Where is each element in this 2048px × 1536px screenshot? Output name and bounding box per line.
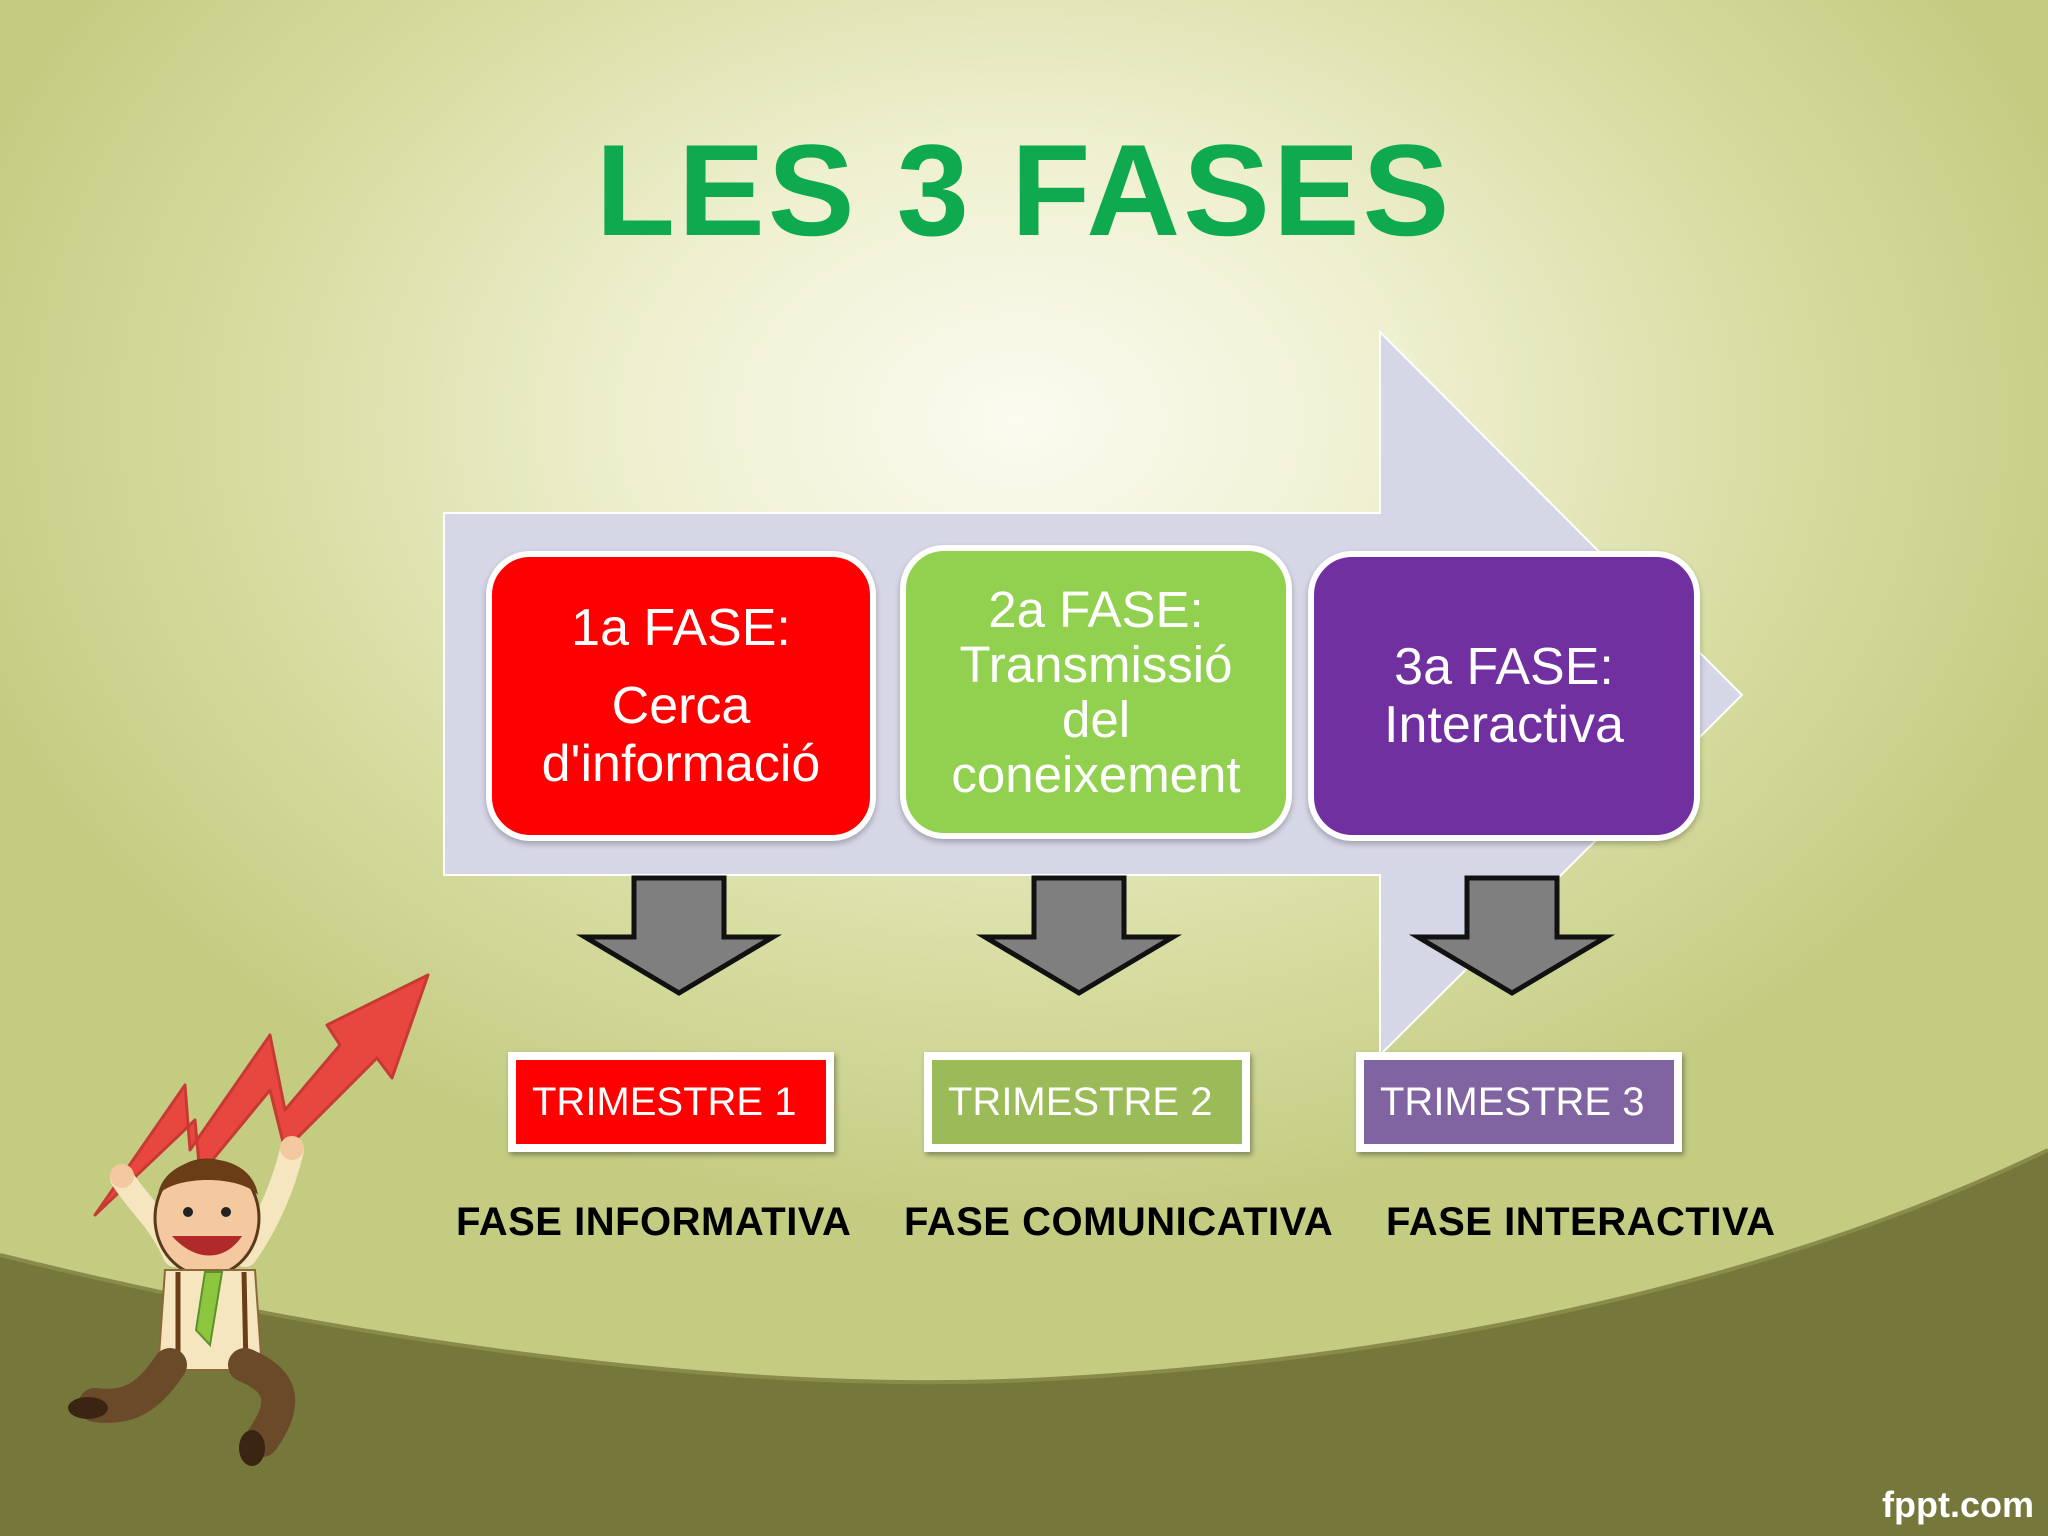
footer-brand: fppt.com: [1882, 1484, 2034, 1525]
phase-3-heading: 3a FASE:: [1394, 637, 1614, 696]
phase-label-interactiva: FASE INTERACTIVA: [1386, 1200, 1776, 1244]
phase-2-line: del: [1061, 691, 1131, 748]
phase-1-box: 1a FASE: Cerca d'informació: [486, 551, 876, 841]
hill-shape: [0, 1150, 2048, 1536]
down-arrow-icon: [1408, 875, 1616, 996]
phase-3-line: Interactiva: [1384, 696, 1624, 754]
phase-1-line: d'informació: [541, 735, 821, 794]
phase-3-box: 3a FASE: Interactiva: [1308, 551, 1700, 841]
growth-arrow-icon: [93, 973, 430, 1217]
phase-2-box: 2a FASE: Transmissió del coneixement: [900, 545, 1292, 839]
phase-2-line: Transmissió: [959, 635, 1233, 693]
slide-title: LES 3 FASES: [595, 117, 1453, 263]
trimester-2-box: TRIMESTRE 2: [924, 1052, 1250, 1152]
jumping-businessman-illustration: [68, 973, 430, 1466]
phase-1-line: Cerca: [611, 676, 751, 735]
trimester-3-box: TRIMESTRE 3: [1356, 1052, 1682, 1152]
phase-label-informativa: FASE INFORMATIVA: [456, 1200, 852, 1244]
down-arrow-icon: [975, 875, 1183, 996]
trimester-1-box: TRIMESTRE 1: [508, 1052, 834, 1152]
phase-1-heading: 1a FASE:: [571, 598, 791, 657]
phase-2-heading: 2a FASE:: [988, 580, 1204, 638]
phase-2-line: coneixement: [951, 746, 1241, 804]
hill-highlight: [0, 1148, 2048, 1385]
phase-label-comunicativa: FASE COMUNICATIVA: [904, 1200, 1334, 1244]
down-arrow-icon: [575, 875, 783, 996]
